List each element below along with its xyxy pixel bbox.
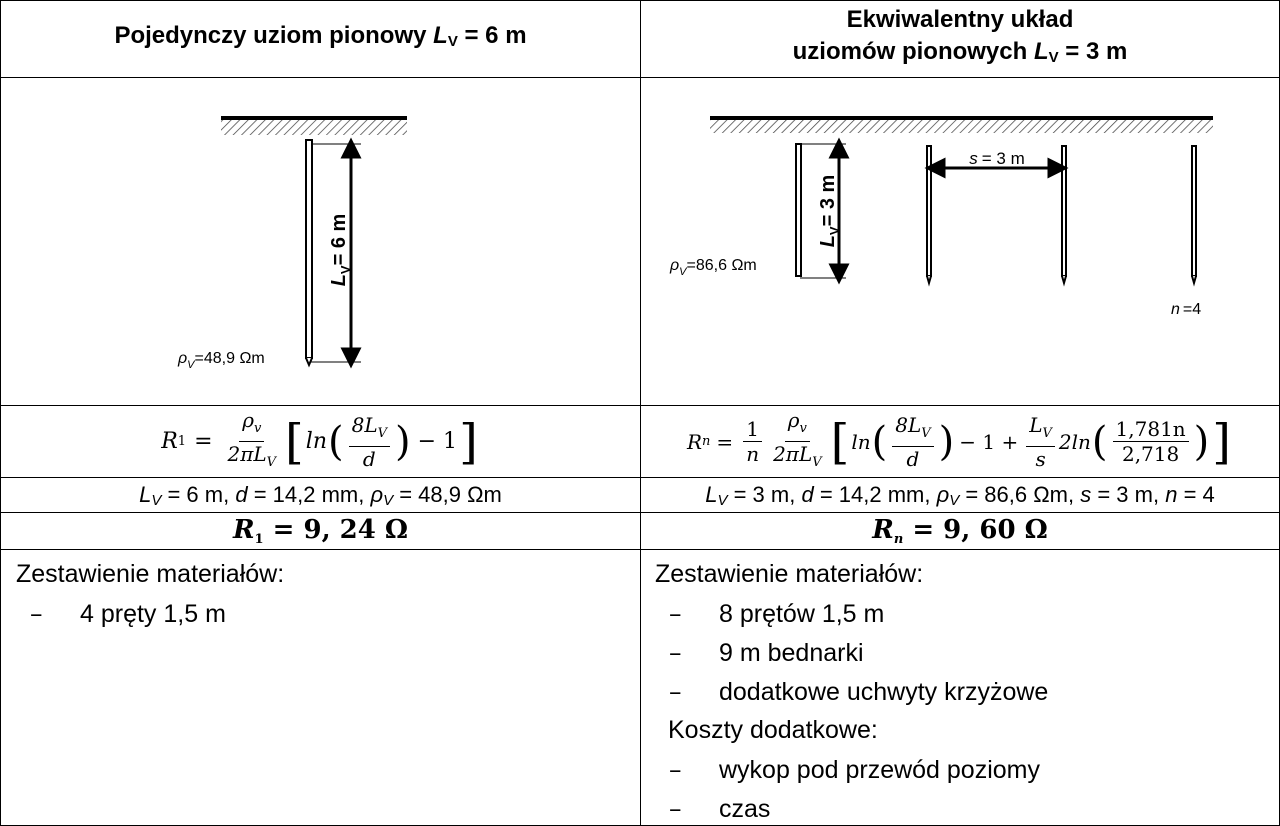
- left-materials: Zestawienie materiałów: –4 pręty 1,5 m: [16, 555, 284, 633]
- list-item: –4 pręty 1,5 m: [30, 599, 226, 628]
- vertical-electrode: [305, 139, 313, 368]
- resistivity-label: ρV=86,6 Ωm: [669, 257, 757, 278]
- ground-surface: [221, 116, 407, 135]
- right-parameters: LV = 3 m, d = 14,2 mm, ρV = 86,6 Ωm, s =…: [705, 481, 1215, 509]
- list-item: –dodatkowe uchwyty krzyżowe: [669, 677, 1049, 706]
- materials-title: Zestawienie materiałów:: [655, 560, 924, 588]
- right-result: Rn = 9, 60 Ω: [872, 515, 1048, 547]
- list-item: –czas: [669, 794, 771, 823]
- length-label: LV= 6 m: [328, 214, 353, 287]
- electrode-1: [795, 143, 802, 277]
- resistivity-label: ρV=48,9 Ωm: [177, 350, 265, 371]
- right-materials: Zestawienie materiałów: –8 prętów 1,5 m …: [655, 555, 1048, 826]
- length-label: LV= 3 m: [817, 175, 842, 248]
- right-header: Ekwiwalentny układ uziomów pionowych LV …: [792, 6, 1128, 66]
- left-header: Pojedynczy uziom pionowy LV = 6 m: [114, 22, 527, 50]
- row-divider: [0, 405, 1280, 406]
- electrode-count-label: n=4: [1171, 301, 1201, 318]
- row-divider: [0, 77, 1280, 78]
- single-electrode-diagram: LV= 6 m ρV=48,9 Ωm: [177, 116, 407, 371]
- row-divider: [0, 512, 1280, 513]
- left-parameters: LV = 6 m, d = 14,2 mm, ρV = 48,9 Ωm: [139, 481, 502, 509]
- electrode-3: [1061, 145, 1067, 287]
- list-item: –9 m bednarki: [669, 638, 864, 667]
- list-item: –8 prętów 1,5 m: [669, 599, 885, 628]
- materials-title: Zestawienie materiałów:: [16, 560, 285, 588]
- electrode-array-diagram: LV= 3 m s= 3 m ρV=86,6 Ωm n=4: [669, 116, 1213, 318]
- extra-costs-title: Koszty dodatkowe:: [668, 716, 878, 744]
- row-divider: [0, 477, 1280, 478]
- list-item: –wykop pod przewód poziomy: [669, 755, 1040, 784]
- electrode-2: [926, 145, 932, 287]
- row-divider: [0, 549, 1280, 550]
- spacing-label: s= 3 m: [969, 149, 1025, 168]
- electrode-4: [1191, 145, 1197, 287]
- column-divider: [640, 0, 641, 826]
- ground-surface: [710, 116, 1213, 133]
- left-result: R1 = 9, 24 Ω: [232, 515, 409, 547]
